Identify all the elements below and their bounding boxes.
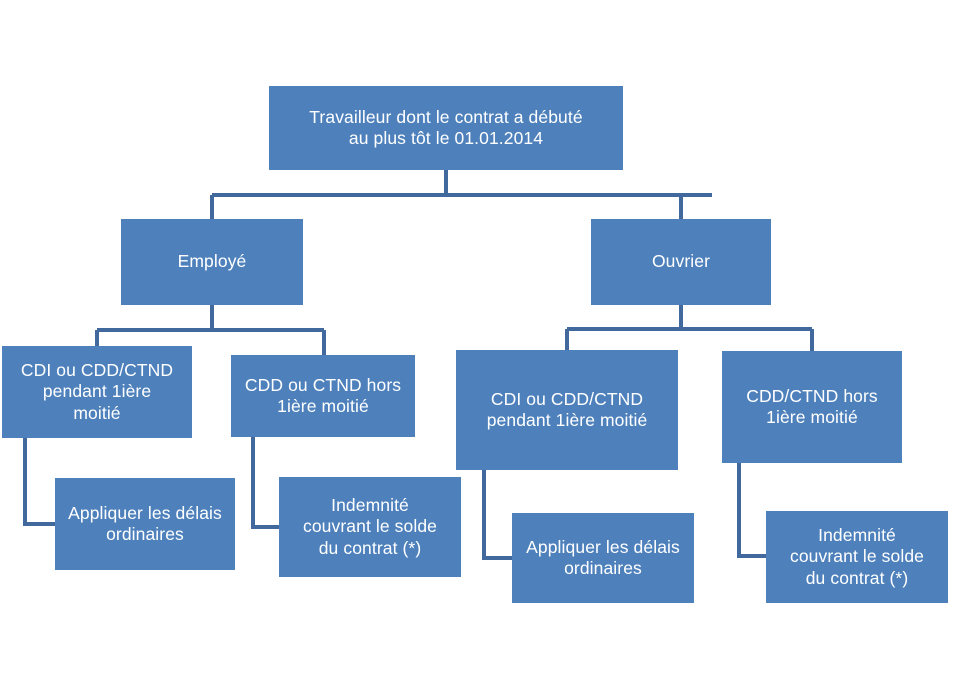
node-ouvrier-cdi-label: CDI ou CDD/CTND pendant 1ière moitié bbox=[486, 388, 648, 430]
node-ouvrier-cdi[interactable]: CDI ou CDD/CTND pendant 1ière moitié bbox=[456, 350, 678, 470]
node-employe-cdd-label: CDD ou CTND hors 1ière moitié bbox=[244, 374, 402, 416]
node-ouvrier-label: Ouvrier bbox=[651, 251, 711, 272]
node-ouvrier-cdd-result[interactable]: Indemnité couvrant le solde du contrat (… bbox=[766, 511, 948, 603]
edge-ouvrier-cdi-to-result bbox=[482, 470, 512, 560]
node-root-label: Travailleur dont le contrat a débuté au … bbox=[309, 106, 583, 148]
node-employe-cdd[interactable]: CDD ou CTND hors 1ière moitié bbox=[231, 355, 415, 437]
edge-employe-cdi-to-result bbox=[23, 438, 55, 526]
node-ouvrier-cdi-result[interactable]: Appliquer les délais ordinaires bbox=[512, 513, 694, 603]
node-employe-cdd-result-label: Indemnité couvrant le solde du contrat (… bbox=[302, 494, 437, 558]
node-employe-cdi-result[interactable]: Appliquer les délais ordinaires bbox=[55, 478, 235, 570]
edge-employe-cdd-to-result bbox=[251, 437, 279, 529]
node-employe-cdi[interactable]: CDI ou CDD/CTND pendant 1ière moitié bbox=[2, 346, 192, 438]
node-ouvrier-cdi-result-label: Appliquer les délais ordinaires bbox=[526, 536, 680, 578]
node-employe[interactable]: Employé bbox=[121, 219, 303, 305]
node-employe-label: Employé bbox=[177, 251, 247, 272]
node-ouvrier-cdd[interactable]: CDD/CTND hors 1ière moitié bbox=[722, 351, 902, 463]
node-ouvrier-cdd-result-label: Indemnité couvrant le solde du contrat (… bbox=[789, 524, 924, 588]
node-employe-cdd-result[interactable]: Indemnité couvrant le solde du contrat (… bbox=[279, 477, 461, 577]
node-ouvrier[interactable]: Ouvrier bbox=[591, 219, 771, 305]
edge-ouvrier-cdd-to-result bbox=[737, 463, 766, 558]
node-employe-cdi-label: CDI ou CDD/CTND pendant 1ière moitié bbox=[20, 359, 174, 423]
node-employe-cdi-result-label: Appliquer les délais ordinaires bbox=[68, 502, 222, 544]
node-root[interactable]: Travailleur dont le contrat a débuté au … bbox=[269, 86, 623, 170]
node-ouvrier-cdd-label: CDD/CTND hors 1ière moitié bbox=[746, 385, 878, 427]
